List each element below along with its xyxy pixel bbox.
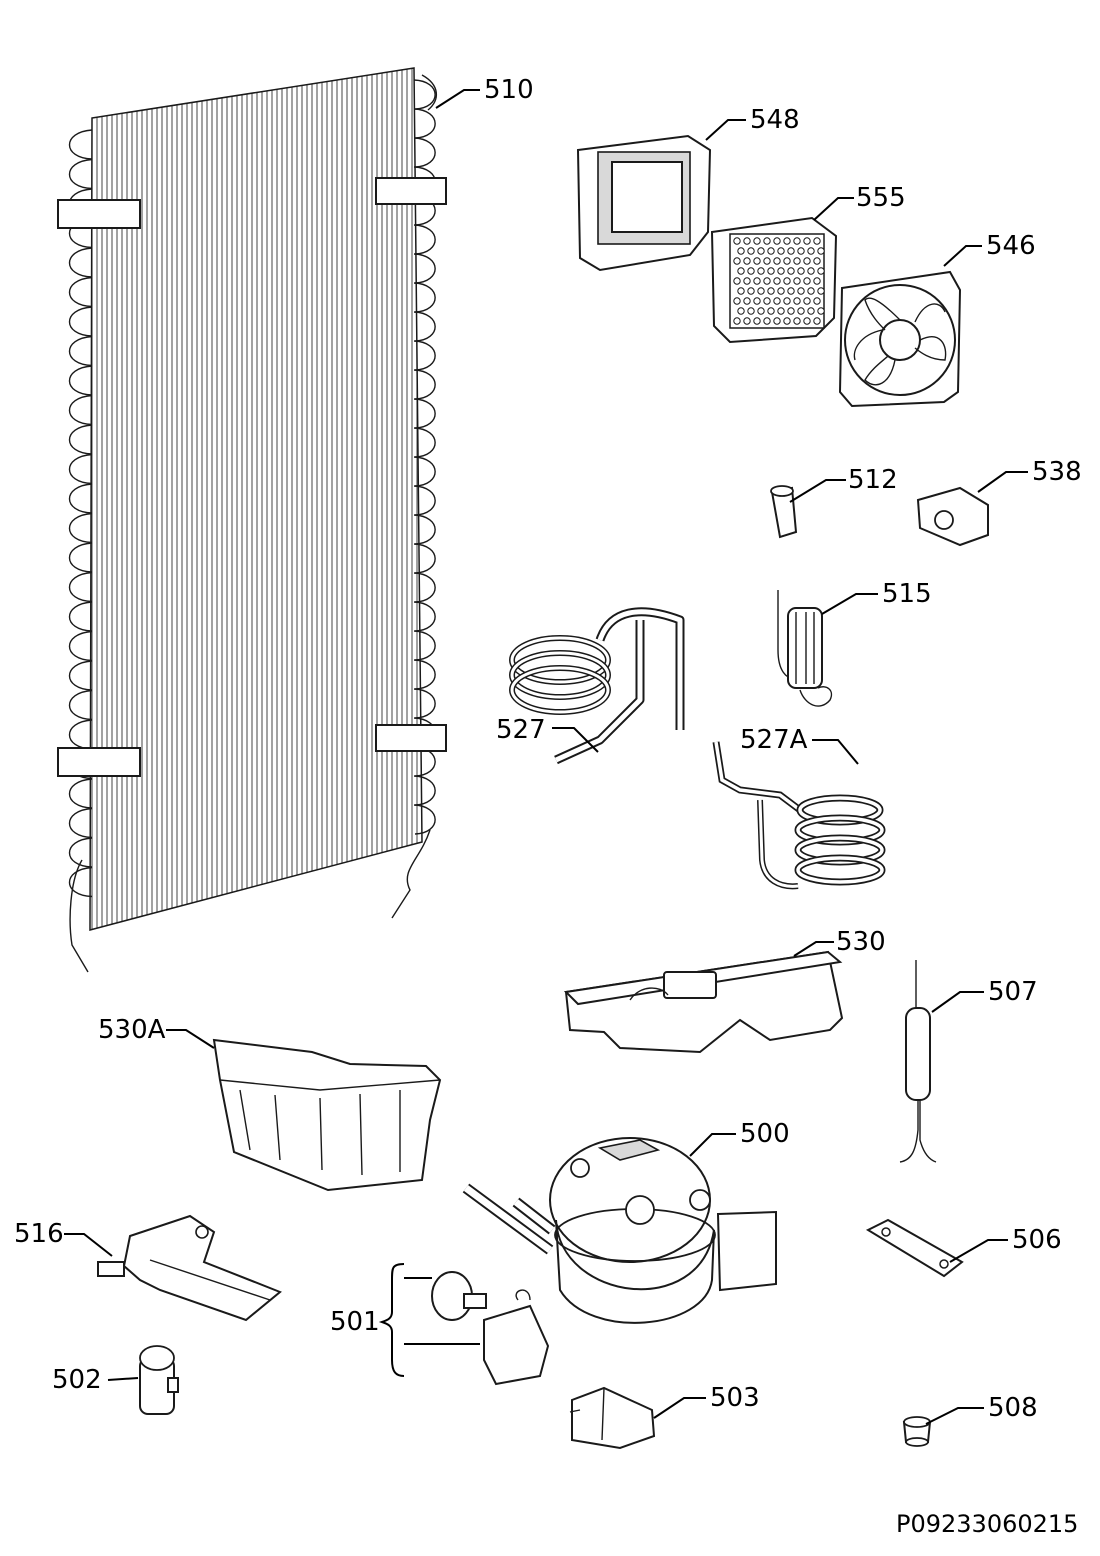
- label-512: 512: [848, 465, 898, 495]
- label-503: 503: [710, 1383, 760, 1413]
- label-501: 501: [330, 1307, 380, 1337]
- clip-538: [916, 486, 989, 547]
- label-530a: 530A: [98, 1015, 166, 1045]
- grille-hole-pattern: [733, 237, 825, 325]
- condenser-coils: [68, 79, 436, 898]
- label-548: 548: [750, 105, 800, 135]
- starter-relay-501: [378, 1263, 550, 1386]
- label-516: 516: [14, 1219, 64, 1249]
- label-510: 510: [484, 75, 534, 105]
- label-538: 538: [1032, 457, 1082, 487]
- fan-housing-548: [576, 134, 712, 272]
- label-500: 500: [740, 1119, 790, 1149]
- plate-506: [865, 1218, 964, 1278]
- fan-546: [838, 270, 962, 408]
- tray-530: [563, 950, 844, 1054]
- heater-515: [777, 590, 833, 707]
- label-530: 530: [836, 927, 886, 957]
- label-527a: 527A: [740, 725, 808, 755]
- label-506: 506: [1012, 1225, 1062, 1255]
- bracket-516: [97, 1214, 282, 1322]
- tube-527: [509, 607, 685, 765]
- grille-555: [710, 216, 838, 344]
- label-546: 546: [986, 231, 1036, 261]
- grommet-508: [902, 1416, 932, 1447]
- label-502: 502: [52, 1365, 102, 1395]
- thermostat-502: [139, 1345, 179, 1415]
- compressor-500: [462, 1137, 777, 1324]
- label-527: 527: [496, 715, 546, 745]
- drier-507: [899, 960, 937, 1163]
- label-508: 508: [988, 1393, 1038, 1423]
- coil-527a: [712, 741, 886, 890]
- condenser-510: [57, 67, 447, 973]
- label-507: 507: [988, 977, 1038, 1007]
- label-555: 555: [856, 183, 906, 213]
- drawing-code: P09233060215: [896, 1510, 1078, 1538]
- label-515: 515: [882, 579, 932, 609]
- relay-503: [569, 1386, 656, 1450]
- leader-lines: [64, 89, 1028, 1425]
- sleeve-512: [770, 485, 798, 539]
- tray-530a: [212, 1038, 442, 1192]
